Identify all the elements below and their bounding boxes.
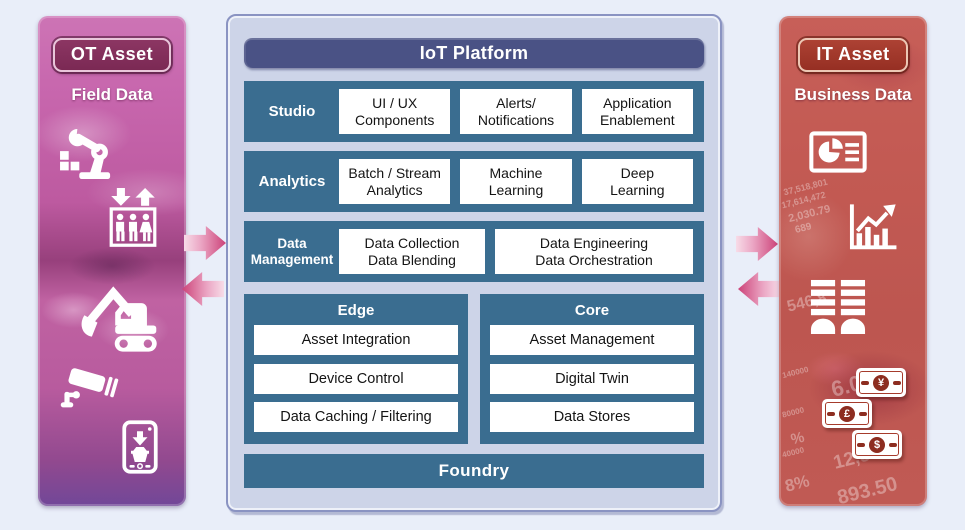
growth-bar-chart-icon bbox=[848, 201, 898, 253]
note-dash bbox=[893, 380, 901, 385]
pie-chart-report-icon bbox=[808, 131, 868, 173]
asset-management-box: Asset Management bbox=[490, 324, 694, 355]
core-group: Core Asset Management Digital Twin Data … bbox=[480, 294, 704, 444]
arrow-it-to-platform bbox=[738, 272, 780, 306]
uiux-components-box: UI / UX Components bbox=[339, 89, 451, 134]
batch-stream-analytics-box: Batch / Stream Analytics bbox=[339, 159, 451, 204]
background-number: 80000 bbox=[781, 405, 806, 420]
analytics-row: Analytics Batch / Stream Analytics Machi… bbox=[244, 151, 704, 212]
note-dash bbox=[827, 411, 835, 416]
yen-symbol: ¥ bbox=[873, 374, 889, 391]
background-number: 893.50 bbox=[835, 472, 900, 506]
it-asset-panel: IT Asset Business Data 37,518,801 17,614… bbox=[779, 16, 927, 506]
data-stores-box: Data Stores bbox=[490, 402, 694, 433]
business-data-label: Business Data bbox=[794, 85, 912, 104]
studio-row-label: Studio bbox=[268, 102, 316, 120]
banknote-yen: ¥ bbox=[856, 368, 906, 397]
edge-core-groups: Edge Asset Integration Device Control Da… bbox=[244, 294, 704, 444]
banknote-dollar: $ bbox=[852, 430, 902, 459]
core-group-title: Core bbox=[574, 302, 610, 319]
field-data-label: Field Data bbox=[71, 85, 153, 104]
arrow-platform-to-it bbox=[736, 227, 778, 261]
digital-twin-box: Digital Twin bbox=[490, 363, 694, 394]
background-number: 140000 bbox=[781, 364, 810, 381]
alerts-notifications-box: Alerts/ Notifications bbox=[460, 89, 572, 134]
pound-symbol: £ bbox=[839, 405, 855, 422]
data-collection-blending-box: Data Collection Data Blending bbox=[339, 229, 485, 274]
foundry-bar: Foundry bbox=[244, 454, 704, 488]
deep-learning-box: Deep Learning bbox=[581, 159, 693, 204]
excavator-icon bbox=[76, 284, 160, 352]
ledger-stack-icon bbox=[807, 279, 869, 335]
ot-asset-panel: OT Asset Field Data bbox=[38, 16, 186, 506]
data-management-row-label: Data Management bbox=[250, 235, 334, 267]
cctv-camera-icon bbox=[60, 362, 122, 410]
edge-group: Edge Asset Integration Device Control Da… bbox=[244, 294, 468, 444]
note-dash bbox=[859, 411, 867, 416]
iot-platform-panel: IoT Platform Studio UI / UX Components A… bbox=[226, 14, 722, 512]
note-dash bbox=[857, 442, 865, 447]
data-management-row: Data Management Data Collection Data Ble… bbox=[244, 221, 704, 282]
background-number: 8% bbox=[782, 471, 812, 496]
smartphone-shopping-icon bbox=[122, 419, 158, 475]
robot-arm-icon bbox=[58, 128, 116, 180]
application-enablement-box: Application Enablement bbox=[581, 89, 693, 134]
data-caching-filtering-box: Data Caching / Filtering bbox=[254, 402, 458, 433]
note-dash bbox=[889, 442, 897, 447]
background-number: % bbox=[789, 428, 807, 449]
background-number: 689 bbox=[793, 221, 813, 236]
ot-asset-badge: OT Asset bbox=[52, 38, 172, 72]
device-control-box: Device Control bbox=[254, 363, 458, 394]
studio-row: Studio UI / UX Components Alerts/ Notifi… bbox=[244, 81, 704, 142]
machine-learning-box: Machine Learning bbox=[460, 159, 572, 204]
edge-group-title: Edge bbox=[337, 302, 375, 319]
elevator-people-icon bbox=[108, 186, 158, 248]
banknote-pound: £ bbox=[822, 399, 872, 428]
arrow-ot-to-platform bbox=[184, 226, 226, 260]
note-dash bbox=[861, 380, 869, 385]
data-engineering-orchestration-box: Data Engineering Data Orchestration bbox=[495, 229, 693, 274]
iot-platform-title: IoT Platform bbox=[244, 38, 704, 68]
it-asset-badge: IT Asset bbox=[798, 38, 908, 72]
arrow-platform-to-ot bbox=[182, 272, 224, 306]
asset-integration-box: Asset Integration bbox=[254, 324, 458, 355]
analytics-row-label: Analytics bbox=[258, 172, 326, 190]
dollar-symbol: $ bbox=[869, 436, 885, 453]
